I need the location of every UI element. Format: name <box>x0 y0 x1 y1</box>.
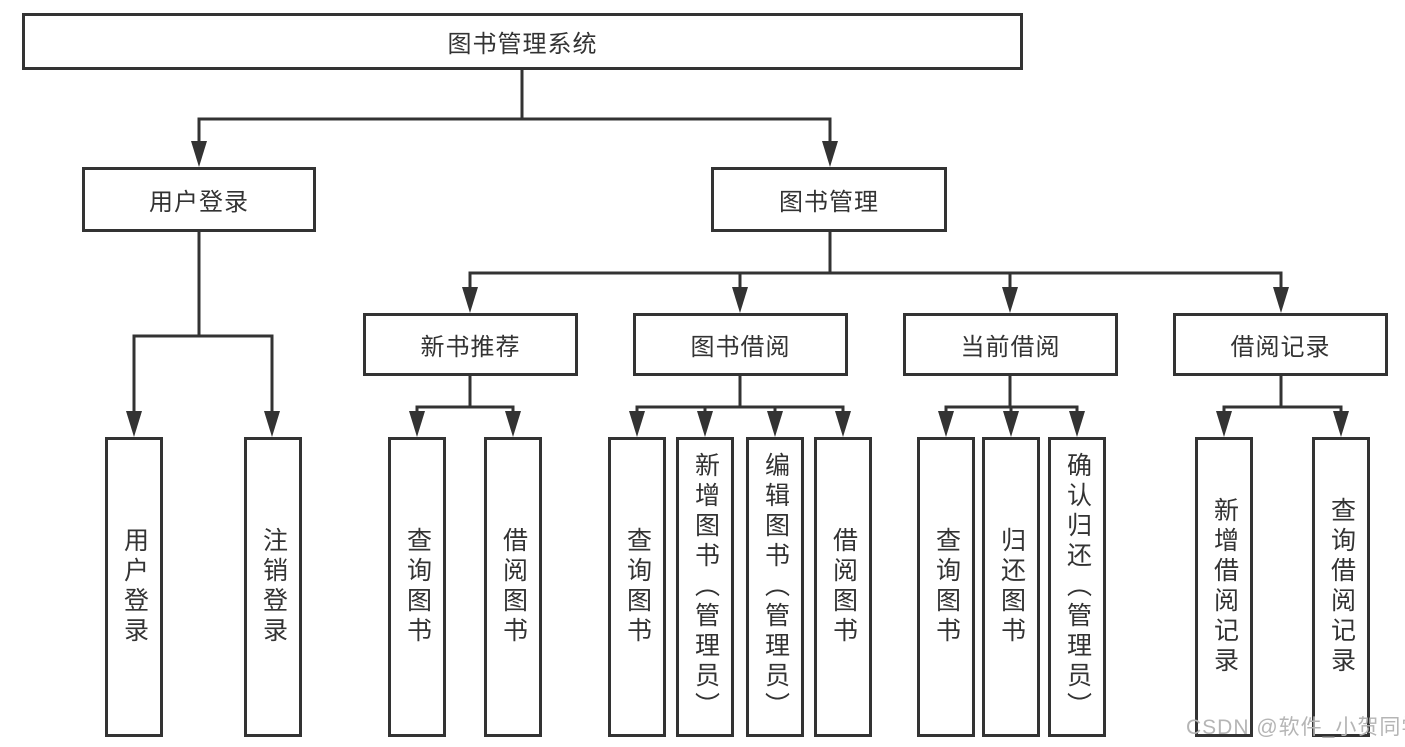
arrow-down-icon <box>697 411 713 437</box>
arrow-down-icon <box>126 411 142 437</box>
node-root-label: 图书管理系统 <box>447 31 598 58</box>
connector-recommend-to-leaves <box>415 376 515 415</box>
csdn-watermark: CSDN @软件_小贺同学 <box>1186 716 1405 739</box>
connector-borrowing-to-leaves <box>635 376 845 415</box>
arrow-down-icon <box>462 287 478 313</box>
node-user-login: 用户登录 <box>82 167 316 232</box>
node-new-book-recommendation-label: 新书推荐 <box>420 334 521 361</box>
leaf-query-borrow-record-label: 查询借阅记录 <box>1327 497 1356 677</box>
leaf-add-borrow-record-label: 新增借阅记录 <box>1210 497 1239 677</box>
arrow-down-icon <box>938 411 954 437</box>
leaf-query-books-borrow-label: 查询图书 <box>623 527 652 647</box>
arrow-down-icon <box>1069 411 1085 437</box>
leaf-user-login-label: 用户登录 <box>120 527 149 647</box>
leaf-borrow-books-recommend: 借阅图书 <box>484 437 542 737</box>
leaf-confirm-return-admin: 确认归还（管理员） <box>1048 437 1106 737</box>
leaf-borrow-books-label: 借阅图书 <box>829 527 858 647</box>
leaf-edit-book-admin: 编辑图书（管理员） <box>746 437 804 737</box>
leaf-add-borrow-record: 新增借阅记录 <box>1195 437 1253 737</box>
arrow-down-icon <box>1273 287 1289 313</box>
arrow-down-icon <box>732 287 748 313</box>
node-new-book-recommendation: 新书推荐 <box>363 313 578 376</box>
arrow-down-icon <box>629 411 645 437</box>
node-borrowing-records: 借阅记录 <box>1173 313 1388 376</box>
leaf-logout-login-label: 注销登录 <box>259 527 288 647</box>
node-book-management-label: 图书管理 <box>779 189 879 216</box>
leaf-query-books-recommend: 查询图书 <box>388 437 446 737</box>
connector-records-to-leaves <box>1222 376 1343 415</box>
arrow-down-icon <box>191 141 207 167</box>
leaf-add-book-admin-label: 新增图书（管理员） <box>691 452 720 722</box>
connector-bookmgmt-to-level2 <box>468 232 1283 291</box>
leaf-query-books-recommend-label: 查询图书 <box>403 527 432 647</box>
connector-current-to-leaves <box>944 376 1079 415</box>
node-book-borrowing-label: 图书借阅 <box>690 334 791 361</box>
arrow-down-icon <box>1333 411 1349 437</box>
leaf-borrow-books-recommend-label: 借阅图书 <box>499 527 528 647</box>
node-user-login-label: 用户登录 <box>149 189 249 216</box>
leaf-return-books: 归还图书 <box>982 437 1040 737</box>
node-book-management: 图书管理 <box>711 167 947 232</box>
leaf-return-books-label: 归还图书 <box>997 527 1026 647</box>
arrow-down-icon <box>1002 287 1018 313</box>
connector-root-to-level1 <box>197 70 832 145</box>
node-current-borrowing: 当前借阅 <box>903 313 1118 376</box>
arrow-down-icon <box>767 411 783 437</box>
arrow-down-icon <box>264 411 280 437</box>
leaf-query-books-current: 查询图书 <box>917 437 975 737</box>
leaf-logout-login: 注销登录 <box>244 437 302 737</box>
node-root: 图书管理系统 <box>22 13 1023 70</box>
leaf-query-books-current-label: 查询图书 <box>932 527 961 647</box>
leaf-add-book-admin: 新增图书（管理员） <box>676 437 734 737</box>
leaf-borrow-books: 借阅图书 <box>814 437 872 737</box>
node-borrowing-records-label: 借阅记录 <box>1230 334 1331 361</box>
arrow-down-icon <box>1216 411 1232 437</box>
leaf-edit-book-admin-label: 编辑图书（管理员） <box>761 452 790 722</box>
arrow-down-icon <box>822 141 838 167</box>
arrow-down-icon <box>505 411 521 437</box>
connector-userlogin-to-leaves <box>132 232 274 415</box>
leaf-query-borrow-record: 查询借阅记录 <box>1312 437 1370 737</box>
leaf-query-books-borrow: 查询图书 <box>608 437 666 737</box>
arrow-down-icon <box>835 411 851 437</box>
leaf-confirm-return-admin-label: 确认归还（管理员） <box>1063 452 1092 722</box>
node-current-borrowing-label: 当前借阅 <box>960 334 1061 361</box>
node-book-borrowing: 图书借阅 <box>633 313 848 376</box>
arrow-down-icon <box>1003 411 1019 437</box>
leaf-user-login: 用户登录 <box>105 437 163 737</box>
arrow-down-icon <box>409 411 425 437</box>
